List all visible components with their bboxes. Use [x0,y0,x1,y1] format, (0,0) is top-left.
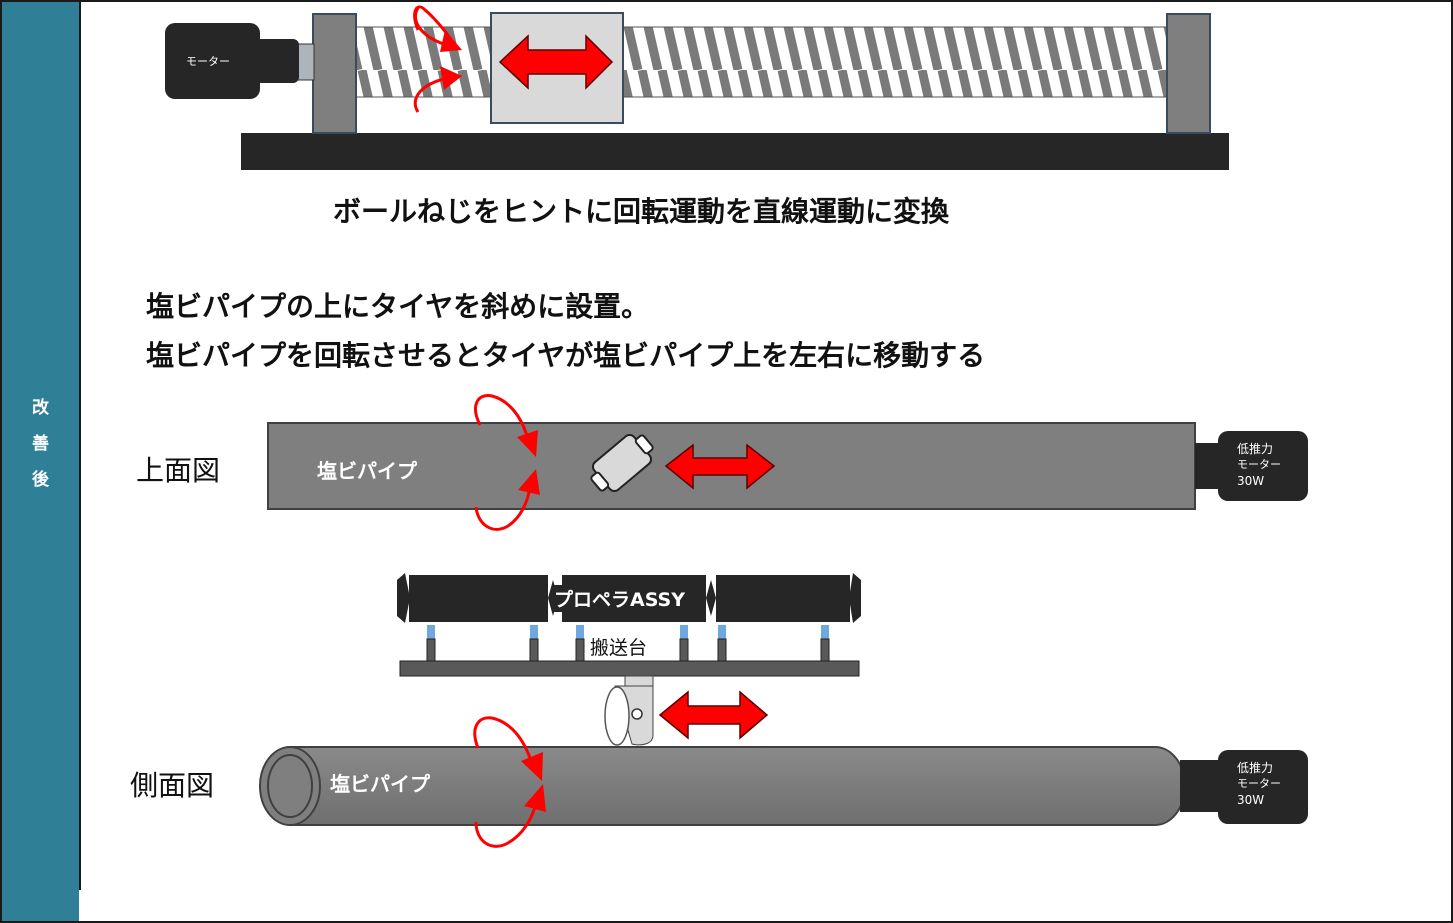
sidebar-label: 改 善 後 [2,390,79,498]
top-view-pipe-label: 塩ビパイプ [317,459,417,483]
side-view-pipe-label: 塩ビパイプ [330,772,430,796]
top-view-motor-neck [1195,443,1220,489]
side-view-motor-label: 低推力 モーター 30W [1237,760,1281,808]
top-view-linear-arrow [664,443,776,490]
ballscrew-right-support [1166,13,1211,134]
motor-label-line: 30W [1237,474,1265,488]
ballscrew-left-support [312,13,357,134]
side-view-illustration [259,716,1308,848]
side-view-motor [1218,750,1308,824]
sidebar-char: 改 [32,398,49,418]
propeller-assy-label: プロペラASSY [552,585,687,612]
sidebar-char: 善 [32,434,49,454]
sidebar-char: 後 [32,470,49,490]
side-view-motor-neck [1180,760,1218,812]
motor-label-line: モーター [1237,777,1281,790]
ballscrew-base [241,133,1229,170]
ballscrew-linear-arrow [498,34,614,90]
side-view-label: 側面図 [130,769,215,802]
motor-label-line: 低推力 [1237,442,1274,456]
caster-wheel [604,675,654,746]
top-view-rotate-arrow-bottom [474,485,532,531]
top-view-illustration [267,394,1308,531]
carrier-illustration [397,573,861,746]
top-view-label: 上面図 [136,454,221,487]
assy-block-left [409,575,548,622]
ballscrew-illustration [165,5,1229,170]
motor-label-line: 低推力 [1237,761,1274,775]
side-view-rotate-arrow-bottom [474,802,538,848]
divider [79,2,81,890]
top-view-rotate-arrow-top [474,394,530,441]
top-view-tire [590,433,654,493]
caption-line-2: 塩ビパイプを回転させるとタイヤが塩ビパイプ上を左右に移動する [146,339,986,372]
carrier-platform [399,660,860,677]
top-view-motor [1218,431,1308,501]
caption-line-1: 塩ビパイプの上にタイヤを斜めに設置。 [146,290,650,323]
side-view-linear-arrow [658,690,769,740]
side-view-rotate-arrow-top [473,716,534,765]
ballscrew-coupling [296,43,315,81]
top-view-motor-label: 低推力 モーター 30W [1237,441,1281,489]
caption-ballscrew: ボールねじをヒントに回転運動を直線運動に変換 [333,195,950,228]
motor-label-line: モーター [1237,458,1281,471]
carrier-legs [426,625,830,662]
motor-label-line: 30W [1237,793,1265,807]
ballscrew-motor-label: モーター [186,55,230,68]
ballscrew-motor [165,23,260,99]
sidebar: 改 善 後 [2,2,79,921]
ballscrew-motor-neck [255,39,299,83]
assy-block-right [716,575,850,622]
carrier-platform-label: 搬送台 [590,637,648,659]
ballscrew-screw [354,26,1191,98]
